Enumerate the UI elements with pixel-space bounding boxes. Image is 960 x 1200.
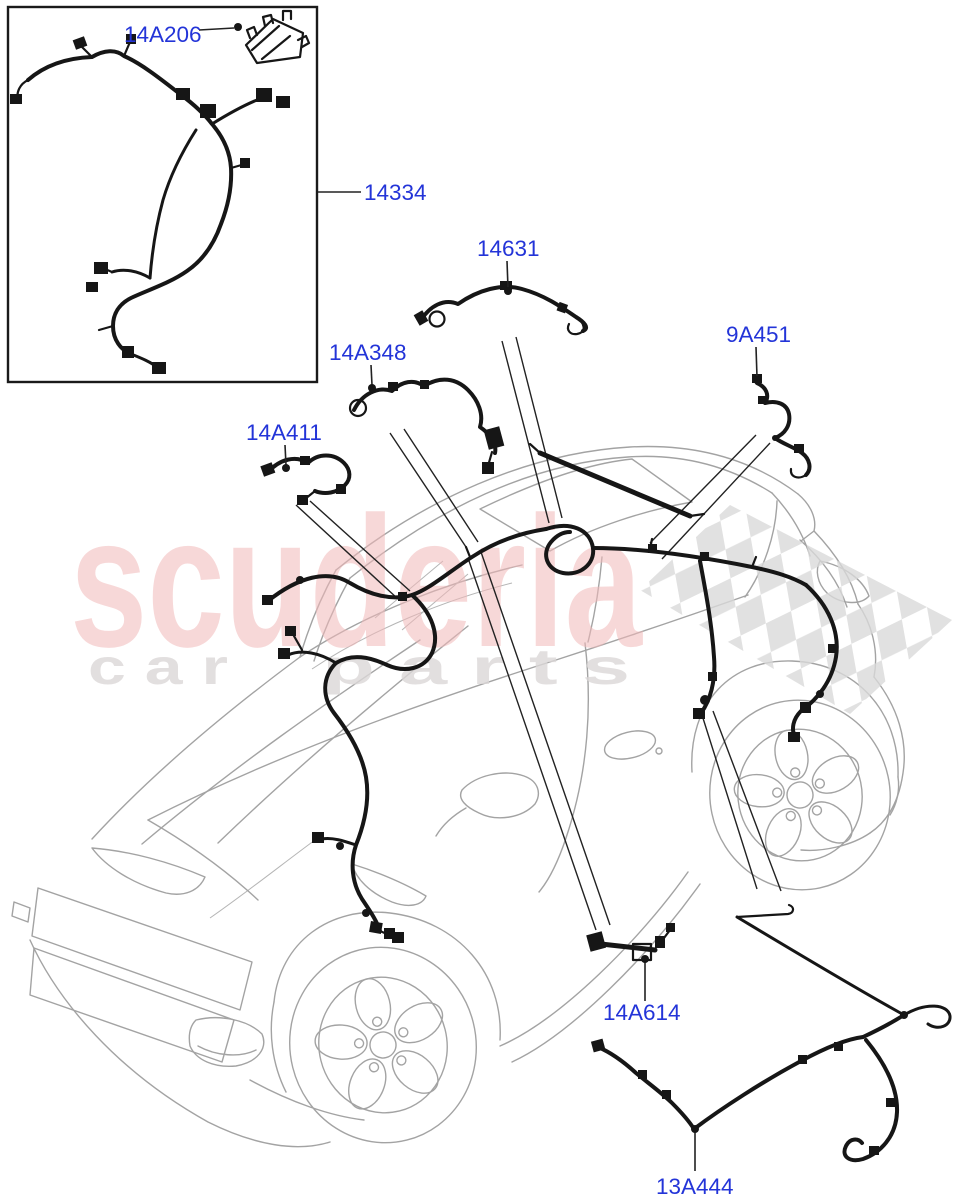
watermark-brand-text: scuderia [70,479,643,686]
part-label-14334[interactable]: 14334 [364,180,427,205]
leader-lines [198,23,761,1171]
part-number-labels: 14A206 14334 14631 14A348 14A411 9A451 1… [124,22,791,1199]
part-9A451-harness [752,374,812,479]
checkered-flag-watermark [640,505,952,714]
part-label-13A444[interactable]: 13A444 [656,1174,734,1199]
roof-harness [262,442,839,742]
rear-wheel [709,699,891,891]
part-label-9A451[interactable]: 9A451 [726,322,791,347]
part-label-14A614[interactable]: 14A614 [603,1000,681,1025]
watermark-parts-word: p a r t s [322,639,630,695]
pointer-lines [295,336,782,931]
main-harness-14334 [10,34,290,374]
part-14631-harness [413,281,588,336]
a-pillar-harness [278,626,404,943]
watermark-car-word: c a r [88,639,228,695]
part-label-14A411[interactable]: 14A411 [246,420,322,445]
part-label-14631[interactable]: 14631 [477,236,540,261]
front-wheel [288,946,478,1144]
part-14A411-harness [260,453,352,505]
inset-box [6,5,319,384]
part-label-14A206[interactable]: 14A206 [124,22,202,47]
part-13A444-harness [590,903,952,1163]
part-14A206-bracket [244,9,311,65]
watermark: scuderia c a r p a r t s [70,479,952,714]
part-label-14A348[interactable]: 14A348 [329,340,407,365]
part-14A348-harness [348,377,505,474]
